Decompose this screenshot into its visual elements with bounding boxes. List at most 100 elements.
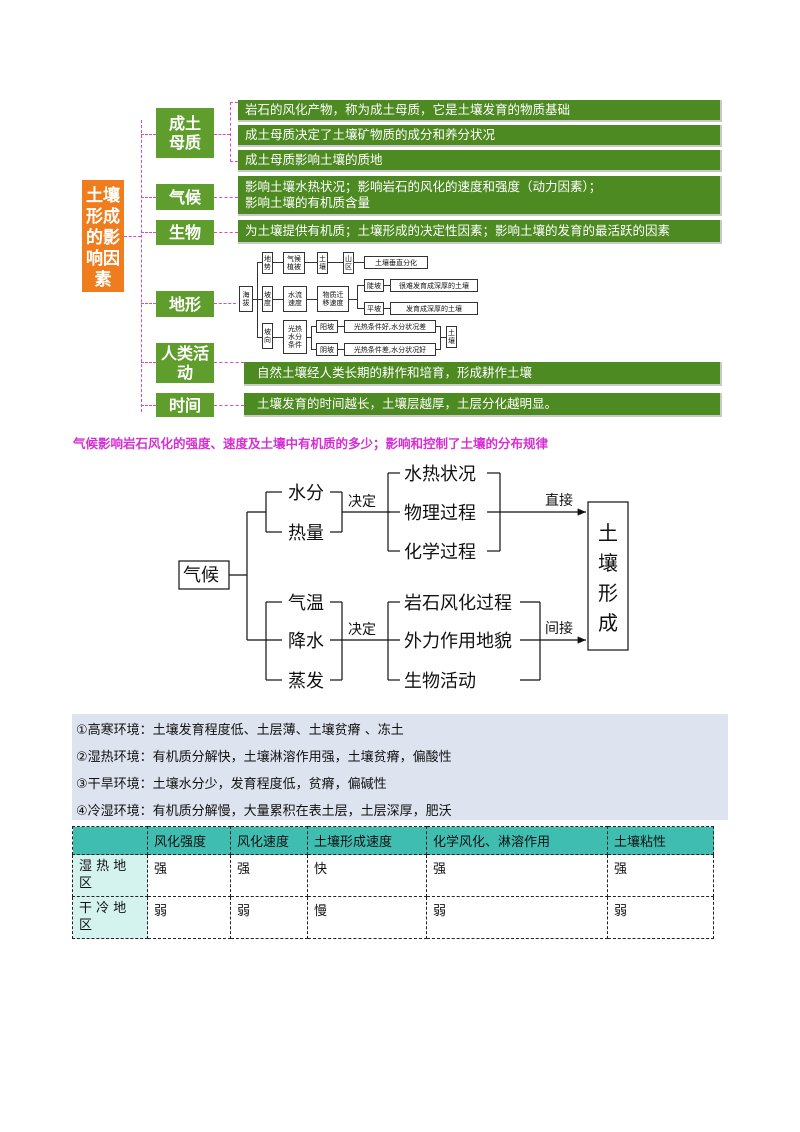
- mini-line: [253, 299, 258, 300]
- table-row: 湿 热 地 区 强 强 快 强 强: [72, 854, 714, 897]
- terrain-r3-box: 光热条件差,水分状况好: [344, 343, 436, 356]
- terrain-r3-box: 光热条件好,水分状况差: [344, 320, 436, 333]
- cat-connector: [141, 134, 156, 135]
- terrain-r1-box: 山区: [343, 252, 354, 274]
- terrain-r2-box: 水流速度: [283, 286, 307, 312]
- mini-text: 地势: [264, 255, 271, 271]
- effect-label: 外力作用地貌: [404, 631, 512, 652]
- time-bar: 土壤发育的时间越长，土壤层越厚，土层分化越明显。: [244, 393, 722, 417]
- factor-label: 降水: [288, 631, 324, 652]
- effect-label: 岩石风化过程: [404, 593, 512, 614]
- table-header-row: 风化强度 风化速度 土壤形成速度 化学风化、淋溶作用 土壤粘性: [72, 826, 714, 855]
- environment-line: ②湿热环境：有机质分解快，土壤淋溶作用强，土壤贫瘠，偏酸性: [76, 750, 452, 765]
- terrain-r2-box: 物质迁移速度: [317, 286, 349, 312]
- mini-text: 土壤: [319, 255, 326, 271]
- cat-connector: [141, 362, 156, 363]
- mini-text: 陡坡: [367, 281, 381, 290]
- bar-text: 影响土壤水热状况；影响岩石的风化的速度和强度（动力因素）；: [245, 179, 602, 194]
- category-label: 地形: [168, 294, 201, 314]
- table-cell: 强: [147, 854, 231, 897]
- mini-text: 坡度: [264, 291, 271, 307]
- table-cell: 慢: [307, 896, 427, 939]
- mini-text: 光热条件差,水分状况好: [353, 345, 427, 354]
- factor-label: 热量: [288, 523, 324, 544]
- terrain-r1-box: 地势: [262, 252, 273, 274]
- mini-text: 水流速度: [288, 291, 302, 307]
- mini-line: [349, 299, 357, 300]
- category-time: 时间: [156, 393, 214, 417]
- climate-root-label: 气候: [183, 565, 219, 586]
- mini-text: 阴坡: [320, 345, 334, 354]
- mini-text: 很难发育成深厚的土壤: [399, 281, 469, 290]
- human-activity-bar: 自然土壤经人类长期的耕作和培育，形成耕作土壤: [244, 362, 722, 386]
- mini-line: [357, 308, 364, 309]
- root-factor-label: 土壤形成的影响因素: [86, 185, 120, 290]
- branch-spine: [230, 102, 231, 162]
- factor-label: 气温: [288, 593, 324, 614]
- terrain-r2-box: 发育成深厚的土壤: [390, 302, 478, 315]
- table-cell: 强: [607, 854, 714, 897]
- mini-line: [257, 262, 258, 338]
- category-label: 生物: [168, 223, 201, 242]
- table-cell: 快: [307, 854, 427, 897]
- mini-line: [436, 326, 440, 327]
- decide-label: 决定: [348, 494, 376, 510]
- terrain-r1-box: 土壤: [317, 252, 328, 274]
- category-biology: 生物: [156, 220, 214, 245]
- table-cell: 强: [230, 854, 308, 897]
- mini-arrow: [307, 299, 317, 300]
- decide-label: 决定: [348, 622, 376, 638]
- bar-text: 土壤发育的时间越长，土壤层越厚，土层分化越明显。: [257, 396, 558, 411]
- category-terrain: 地形: [156, 291, 214, 317]
- bar-text: 成土母质决定了土壤矿物质的成分和养分状况: [245, 127, 496, 142]
- mini-line: [436, 349, 440, 350]
- mini-text: 发育成深厚的土壤: [406, 304, 462, 313]
- effect-label: 水热状况: [404, 464, 476, 485]
- mini-arrow: [354, 262, 364, 263]
- effect-label: 物理过程: [404, 503, 476, 524]
- table-header-cell: 风化强度: [147, 826, 231, 855]
- branch-connector: [214, 232, 238, 233]
- branch-connector: [230, 161, 238, 162]
- mini-line: [357, 285, 358, 309]
- soil-formation-text: 土壤形成: [598, 521, 618, 635]
- table-header-cell: [72, 826, 148, 855]
- cat-connector: [141, 303, 156, 304]
- branch-connector: [230, 102, 238, 103]
- terrain-r3-box: 坡向: [262, 323, 273, 349]
- category-parent-material: 成土母质: [156, 108, 214, 158]
- mini-text: 海拔: [242, 291, 250, 307]
- terrain-r1-box: 土壤垂直分化: [364, 256, 428, 269]
- table-header-cell: 土壤形成速度: [307, 826, 427, 855]
- table-header-cell: 土壤粘性: [607, 826, 714, 855]
- soil-formation-char: 土: [598, 521, 618, 545]
- mini-line: [257, 337, 262, 338]
- table-header-cell: 风化速度: [230, 826, 308, 855]
- branch-connector: [214, 197, 238, 198]
- caption-text: 气候影响岩石风化的强度、速度及土壤中有机质的多少；影响和控制了土壤的分布规律: [73, 436, 549, 451]
- mini-line: [307, 337, 312, 338]
- environment-line: ④冷湿环境：有机质分解慢，大量累积在表土层，土层深厚，肥沃: [76, 804, 452, 819]
- table-cell: 强: [426, 854, 608, 897]
- mini-arrow: [338, 326, 344, 327]
- mini-line: [257, 299, 262, 300]
- mini-text: 物质迁移速度: [322, 291, 344, 307]
- table-header-cell: 化学风化、淋溶作用: [426, 826, 608, 855]
- mini-text: 光热条件好,水分状况差: [353, 322, 427, 331]
- root-factor-box: 土壤形成的影响因素: [82, 180, 124, 292]
- parent-material-bar-2: 成土母质决定了土壤矿物质的成分和养分状况: [238, 125, 722, 147]
- mini-arrow: [305, 262, 317, 263]
- mini-text: 气候植被: [287, 255, 301, 271]
- table-cell: 弱: [230, 896, 308, 939]
- parent-material-bar-3: 成土母质影响土壤的质地: [238, 150, 722, 172]
- mini-arrow: [273, 299, 283, 300]
- parent-material-bar-1: 岩石的风化产物，称为成土母质，它是土壤发育的物质基础: [238, 100, 722, 122]
- category-spine: [141, 120, 142, 412]
- table-cell: 弱: [426, 896, 608, 939]
- branch-connector: [214, 405, 244, 406]
- effect-label: 化学过程: [404, 542, 476, 563]
- cat-connector: [141, 197, 156, 198]
- climate-caption: 气候影响岩石风化的强度、速度及土壤中有机质的多少；影响和控制了土壤的分布规律: [73, 433, 733, 452]
- branch-connector: [214, 134, 230, 135]
